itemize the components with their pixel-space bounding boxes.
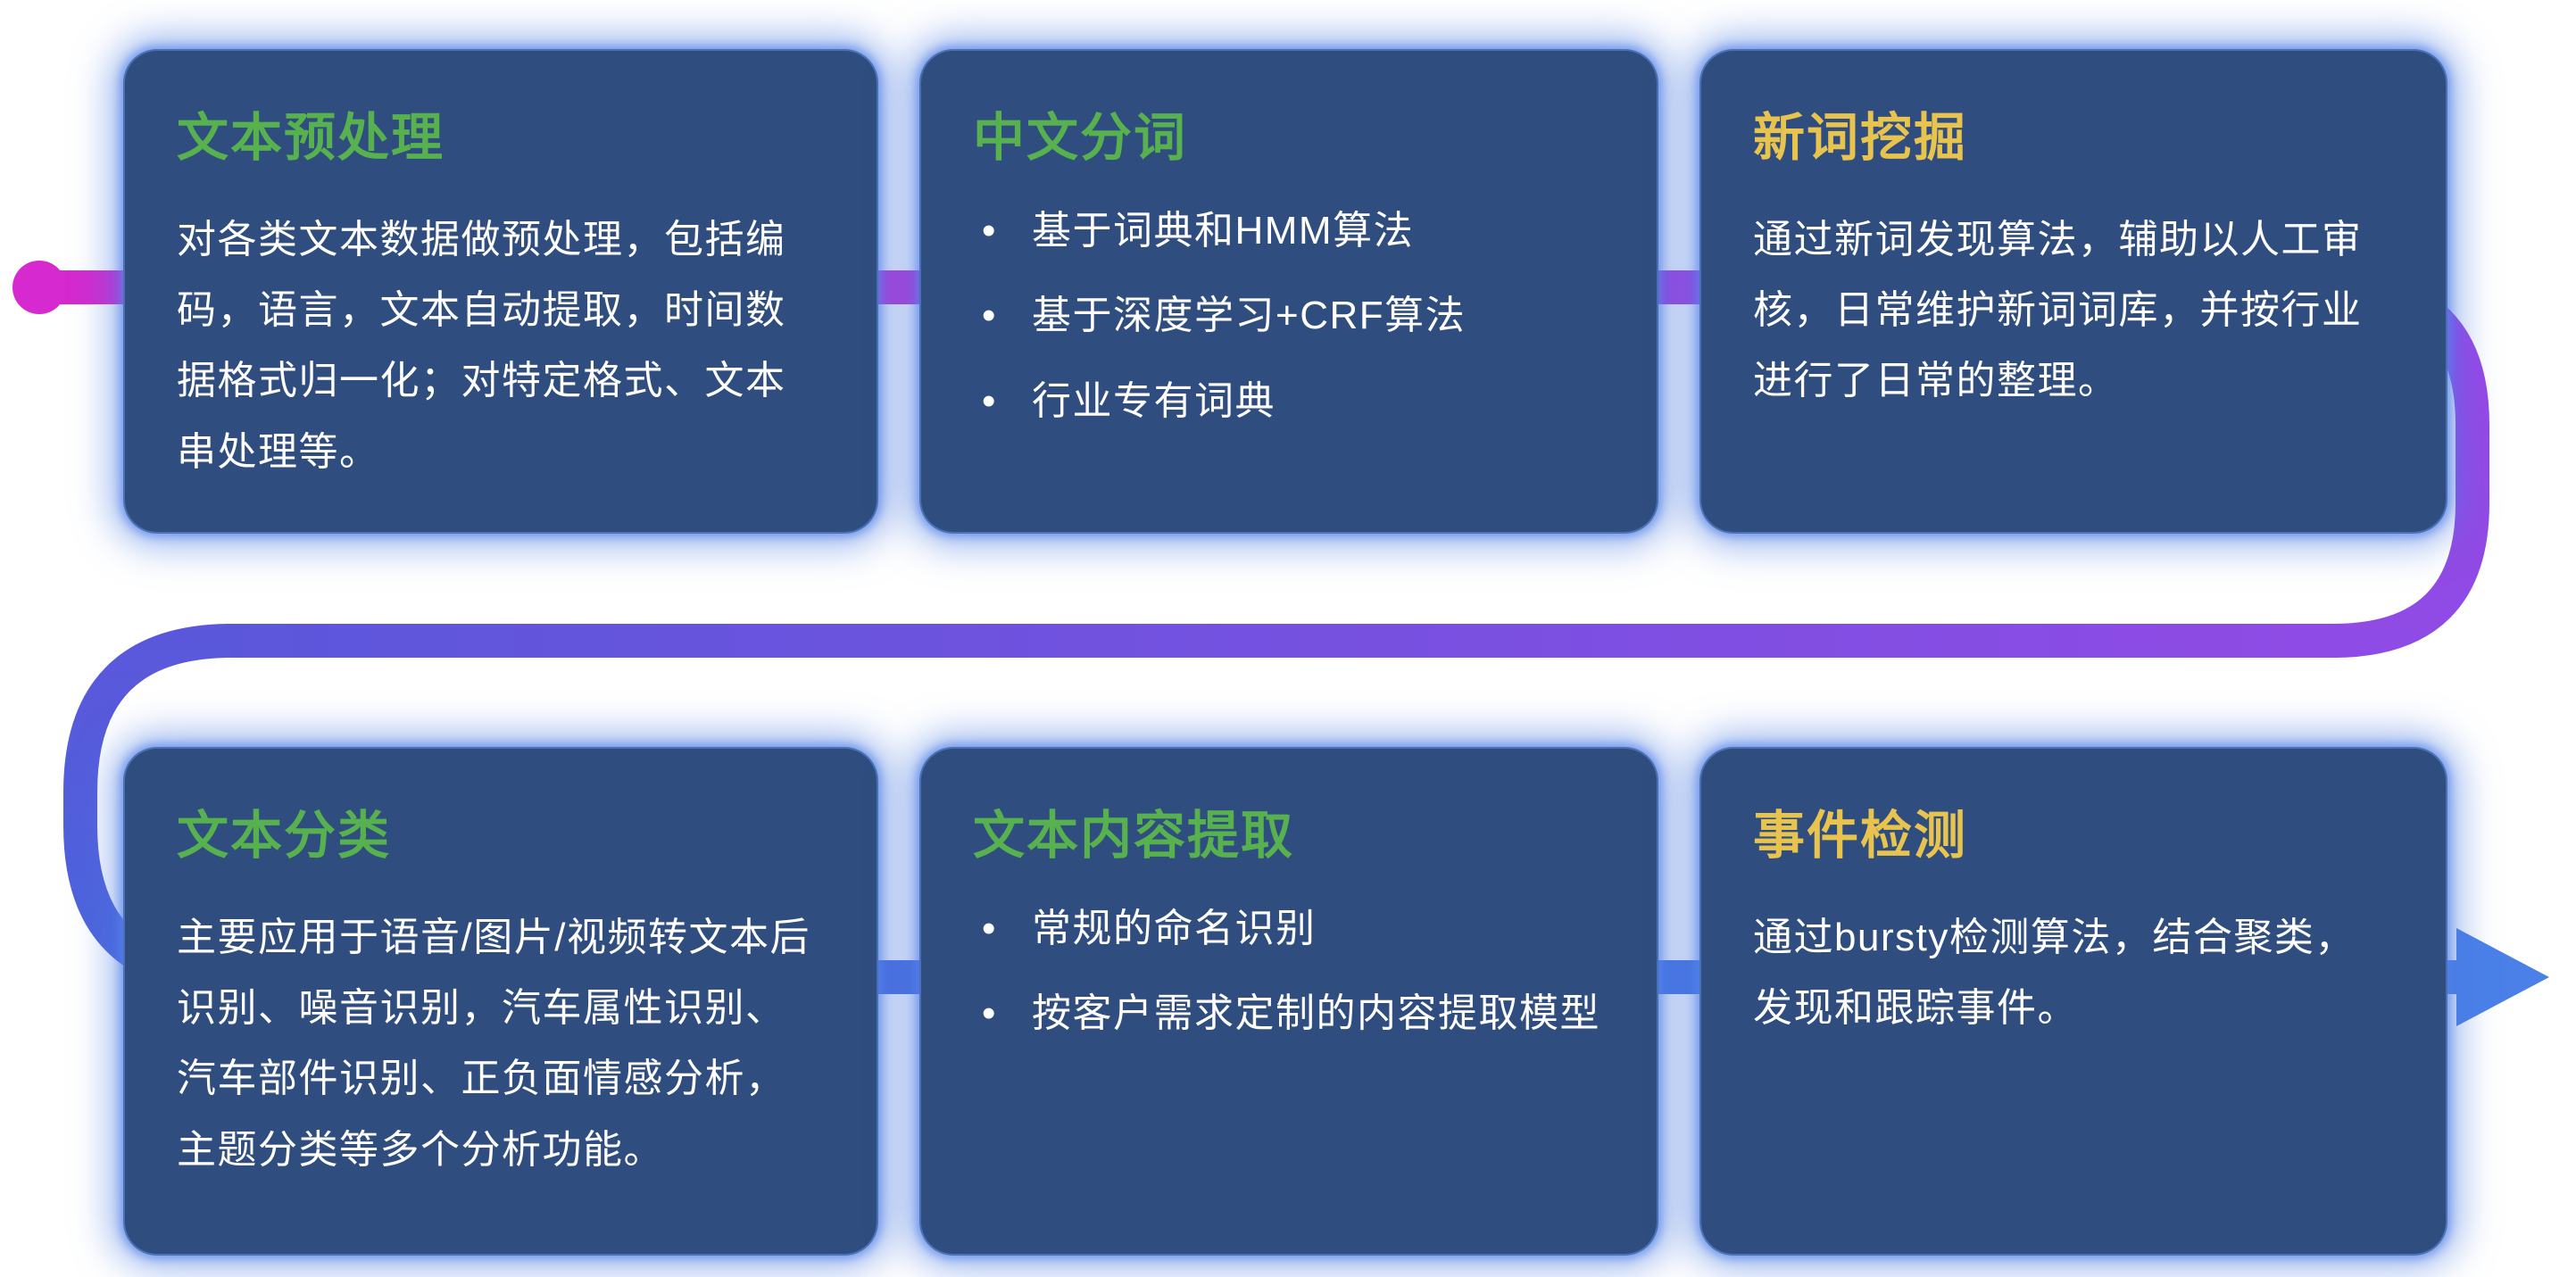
card-content-extraction: 文本内容提取 常规的命名识别 按客户需求定制的内容提取模型 bbox=[919, 747, 1658, 1256]
card-chinese-segmentation: 中文分词 基于词典和HMM算法 基于深度学习+CRF算法 行业专有词典 bbox=[919, 49, 1658, 534]
bullet-item: 常规的命名识别 bbox=[973, 902, 1605, 956]
card-bullet-list: 常规的命名识别 按客户需求定制的内容提取模型 bbox=[973, 902, 1605, 1041]
card-body: 主要应用于语音/图片/视频转文本后识别、噪音识别，汽车属性识别、汽车部件识别、正… bbox=[177, 916, 810, 1172]
bullet-item: 按客户需求定制的内容提取模型 bbox=[973, 987, 1605, 1041]
card-title: 新词挖掘 bbox=[1753, 109, 1968, 167]
card-bullet-list: 基于词典和HMM算法 基于深度学习+CRF算法 行业专有词典 bbox=[973, 204, 1605, 428]
flow-arrow-icon bbox=[2456, 928, 2549, 1026]
card-event-detection: 事件检测 通过bursty检测算法，结合聚类，发现和跟踪事件。 bbox=[1699, 747, 2447, 1256]
card-title: 文本内容提取 bbox=[973, 807, 1295, 865]
card-body: 通过新词发现算法，辅助以人工审核，日常维护新词词库，并按行业进行了日常的整理。 bbox=[1753, 218, 2363, 403]
bullet-item: 行业专有词典 bbox=[973, 375, 1605, 428]
card-title: 事件检测 bbox=[1753, 807, 1968, 865]
card-title: 文本分类 bbox=[177, 807, 392, 865]
card-new-word-mining: 新词挖掘 通过新词发现算法，辅助以人工审核，日常维护新词词库，并按行业进行了日常… bbox=[1699, 49, 2447, 534]
card-title: 中文分词 bbox=[973, 109, 1188, 167]
card-body: 通过bursty检测算法，结合聚类，发现和跟踪事件。 bbox=[1753, 916, 2356, 1031]
card-body: 对各类文本数据做预处理，包括编码，语言，文本自动提取，时间数据格式归一化；对特定… bbox=[177, 218, 786, 474]
card-text-classification: 文本分类 主要应用于语音/图片/视频转文本后识别、噪音识别，汽车属性识别、汽车部… bbox=[123, 747, 878, 1256]
bullet-item: 基于深度学习+CRF算法 bbox=[973, 289, 1605, 343]
bullet-item: 基于词典和HMM算法 bbox=[973, 204, 1605, 258]
card-text-preprocessing: 文本预处理 对各类文本数据做预处理，包括编码，语言，文本自动提取，时间数据格式归… bbox=[123, 49, 878, 534]
card-title: 文本预处理 bbox=[177, 109, 445, 167]
